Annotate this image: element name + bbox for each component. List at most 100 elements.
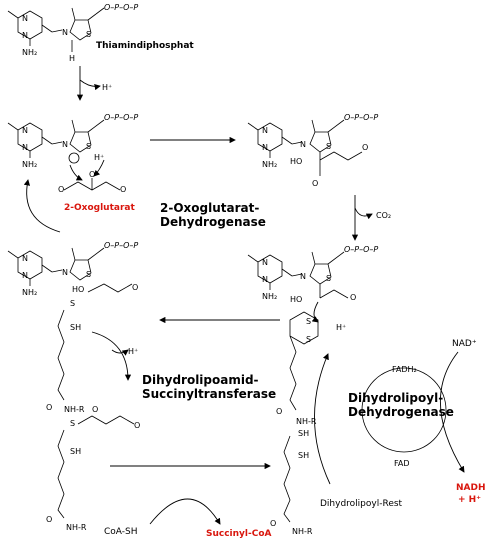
atom-o: O xyxy=(120,185,126,194)
atom-o: O xyxy=(312,179,318,188)
diphosphate-tail: O–P–O–P xyxy=(344,113,378,122)
atom-s: S xyxy=(326,274,331,283)
atom-n: N xyxy=(22,143,28,152)
atom-s: S xyxy=(326,142,331,151)
atom-n: N xyxy=(262,258,268,267)
atom-n: N xyxy=(62,268,68,277)
atom-o: O xyxy=(89,170,95,179)
enzyme3-line1: Dihydrolipoyl- xyxy=(348,391,443,405)
hplus-label: H⁺ xyxy=(336,323,346,332)
co2-release-arrow xyxy=(354,207,373,220)
electron-arrow xyxy=(311,301,319,323)
diphosphate-tail: O–P–O–P xyxy=(104,241,138,250)
atom-n: N xyxy=(300,272,306,281)
coash-label: CoA-SH xyxy=(104,527,137,537)
proton-arrow xyxy=(111,349,129,356)
atom-o: O xyxy=(58,185,64,194)
atom-h: H xyxy=(69,54,75,63)
enzyme2-line2: Succinyltransferase xyxy=(142,387,276,401)
co2-label: CO₂ xyxy=(376,211,391,220)
thiamine-label: Thiamindiphosphat xyxy=(96,41,194,51)
atom-n: N xyxy=(262,275,268,284)
atom-o: O xyxy=(270,519,276,528)
nad-arrow xyxy=(440,351,465,473)
atom-n: N xyxy=(22,126,28,135)
enzyme1-line1: 2-Oxoglutarat- xyxy=(160,201,259,215)
atom-o: O xyxy=(46,403,52,412)
ylide-structure: N N NH₂ N S O–P–O–P H⁺ xyxy=(7,113,138,181)
electron-arrow xyxy=(69,164,83,181)
atom-n: N xyxy=(62,140,68,149)
atom-s: S xyxy=(86,30,91,39)
proton-release-arrow xyxy=(79,79,101,91)
lipoamide-ring: S S NH-R O xyxy=(276,311,319,426)
sh-label: SH xyxy=(70,447,81,456)
adduct-structure: N N NH₂ N S O–P–O–P HO O O xyxy=(247,113,378,188)
atom-n: N xyxy=(22,271,28,280)
nh2-label: NH₂ xyxy=(262,292,277,301)
atom-s: S xyxy=(306,335,311,344)
nhr-label: NH-R xyxy=(66,523,87,532)
hplus-label: H⁺ xyxy=(128,347,138,356)
return-arrow-left xyxy=(23,179,61,233)
sh-label: SH xyxy=(298,451,309,460)
atom-s: S xyxy=(306,317,311,326)
atom-o: O xyxy=(362,143,368,152)
curved-arrow xyxy=(91,331,132,381)
atom-n: N xyxy=(62,28,68,37)
fad-cycle xyxy=(361,367,447,453)
atom-o: O xyxy=(92,405,98,414)
succinylcoa-label: Succinyl-CoA xyxy=(206,529,272,539)
oxoglutarate-structure: O O O xyxy=(58,170,126,194)
nadh-label-line1: NADH xyxy=(456,483,486,493)
atom-o: O xyxy=(276,407,282,416)
succinyl-lipoamide-structure: S O O SH O NH-R xyxy=(46,405,140,532)
atom-n: N xyxy=(22,14,28,23)
ho-label: HO xyxy=(72,285,84,294)
diphosphate-tail: O–P–O–P xyxy=(104,3,138,12)
nhr-label: NH-R xyxy=(296,417,317,426)
dihydrolipoyl-structure: SH SH O NH-R xyxy=(270,429,313,536)
atom-s: S xyxy=(86,142,91,151)
atom-o: O xyxy=(134,421,140,430)
hplus-label: H⁺ xyxy=(102,83,112,92)
ho-label: HO xyxy=(290,157,302,166)
nh2-label: NH₂ xyxy=(22,48,37,57)
atom-n: N xyxy=(262,143,268,152)
sh-label: SH xyxy=(70,323,81,332)
nadh-label-line2: + H⁺ xyxy=(458,495,481,505)
enzyme1-line2: Dehydrogenase xyxy=(160,215,266,229)
dihydrolipoyl-rest-label: Dihydrolipoyl-Rest xyxy=(320,499,403,509)
thiamine-diphosphate-structure: N N NH₂ N S O–P–O–P H xyxy=(7,3,138,63)
atom-n: N xyxy=(300,140,306,149)
atom-n: N xyxy=(22,31,28,40)
fad-label: FAD xyxy=(394,459,410,468)
coa-arrow xyxy=(149,498,221,525)
atom-o: O xyxy=(132,283,138,292)
proton-arrow xyxy=(93,159,105,177)
fadh2-label: FADH₂ xyxy=(392,365,417,374)
sh-label: SH xyxy=(298,429,309,438)
nh2-label: NH₂ xyxy=(22,160,37,169)
atom-s: S xyxy=(70,299,75,308)
nad-label: NAD⁺ xyxy=(452,339,477,349)
atom-n: N xyxy=(22,254,28,263)
hplus-label: H⁺ xyxy=(94,153,104,162)
atom-s: S xyxy=(86,270,91,279)
atom-s: S xyxy=(70,419,75,428)
oxoglutarate-label: 2-Oxoglutarat xyxy=(64,203,135,213)
ho-label: HO xyxy=(290,295,302,304)
nhr-label: NH-R xyxy=(64,405,85,414)
nh2-label: NH₂ xyxy=(22,288,37,297)
diphosphate-tail: O–P–O–P xyxy=(104,113,138,122)
atom-n: N xyxy=(262,126,268,135)
atom-o: O xyxy=(350,293,356,302)
atom-o: O xyxy=(46,515,52,524)
enzyme3-line2: Dehydrogenase xyxy=(348,405,454,419)
regeneration-arrow xyxy=(314,353,331,485)
enzyme2-line1: Dihydrolipoamid- xyxy=(142,373,259,387)
nhr-label: NH-R xyxy=(292,527,313,536)
nh2-label: NH₂ xyxy=(262,160,277,169)
acyl-lipoamide-structure: N N NH₂ N S O–P–O–P HO S O SH O NH-R xyxy=(7,241,138,414)
